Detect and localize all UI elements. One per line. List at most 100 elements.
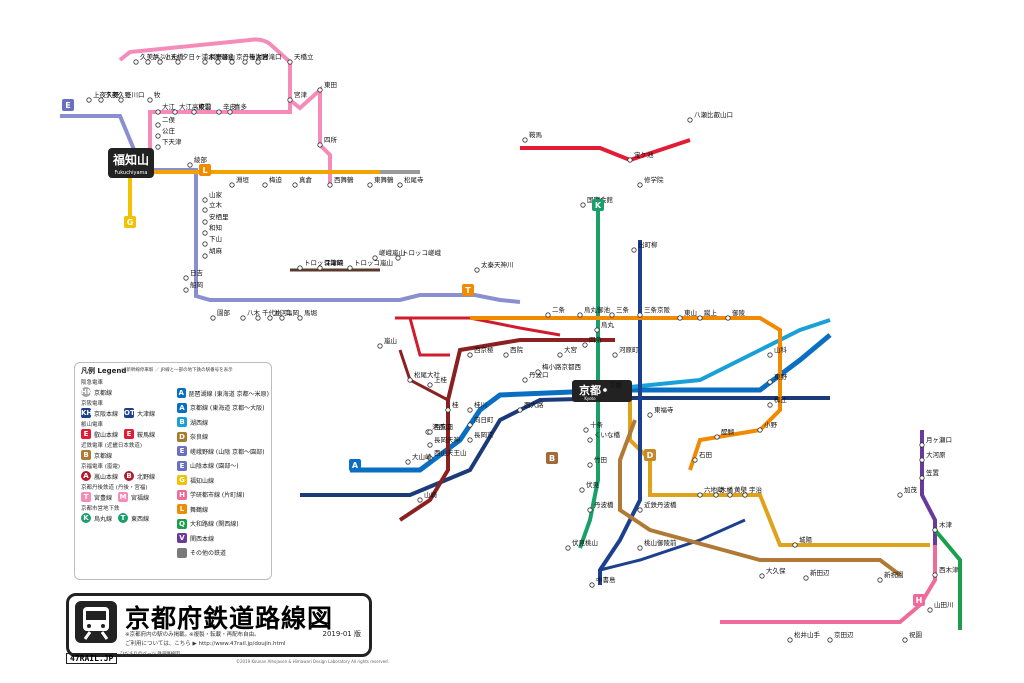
station[interactable]: 与謝野 bbox=[242, 52, 269, 65]
hub-kyoto[interactable]: 京都 Kyoto bbox=[572, 380, 632, 402]
station[interactable]: 東山 bbox=[677, 308, 697, 321]
station[interactable]: 四条 bbox=[582, 335, 603, 348]
station[interactable]: 園部 bbox=[210, 308, 231, 321]
station[interactable]: 御陵 bbox=[725, 308, 746, 321]
station[interactable]: 烏丸御池 bbox=[577, 305, 611, 318]
station[interactable]: 伏見桃山 bbox=[565, 538, 598, 551]
station[interactable]: 山科 bbox=[767, 345, 788, 358]
station[interactable]: 東舞鶴 bbox=[367, 175, 394, 188]
station[interactable]: トロッコ亀岡 bbox=[297, 258, 343, 271]
station[interactable]: 大久保 bbox=[759, 566, 786, 579]
station[interactable]: 桃山御陵前 bbox=[637, 538, 677, 551]
station[interactable]: 山田川 bbox=[927, 600, 954, 613]
station[interactable]: 西舞鶴 bbox=[327, 175, 354, 188]
station[interactable]: 宇治 bbox=[742, 485, 763, 498]
station[interactable]: 並河 bbox=[267, 308, 288, 321]
station[interactable]: 太秦天神川 bbox=[474, 260, 514, 273]
station[interactable]: 三条 bbox=[609, 305, 630, 318]
station[interactable]: 醍醐 bbox=[714, 427, 735, 440]
station[interactable]: 松尾寺 bbox=[397, 175, 424, 188]
station[interactable]: 東野 bbox=[767, 372, 788, 385]
station[interactable]: 月ヶ瀬口 bbox=[919, 435, 952, 448]
station[interactable]: 安栖里 bbox=[202, 212, 229, 225]
station[interactable]: 木幡 bbox=[713, 485, 734, 498]
station[interactable]: 京田辺 bbox=[827, 630, 854, 643]
station[interactable]: 京丹後大宮 bbox=[229, 52, 269, 65]
title-note-3[interactable]: ご利用については、こちら ▶ http://www.47rail.jp/douj… bbox=[125, 641, 286, 647]
station[interactable]: 鞍馬 bbox=[522, 130, 543, 143]
line-badge[interactable]: B bbox=[546, 452, 558, 464]
line-badge[interactable]: G bbox=[124, 216, 136, 228]
station[interactable]: 和知 bbox=[202, 223, 222, 236]
station[interactable]: 立木 bbox=[202, 200, 223, 213]
station[interactable]: 河原町 bbox=[612, 346, 639, 358]
line-badge[interactable]: D bbox=[644, 449, 656, 461]
station[interactable]: 西京極 bbox=[467, 345, 494, 358]
station[interactable]: 綾部 bbox=[187, 155, 208, 168]
station[interactable]: 大山崎 bbox=[405, 452, 432, 465]
station[interactable]: 向日町 bbox=[467, 415, 494, 428]
station[interactable]: 下天津 bbox=[155, 138, 182, 150]
line-badge[interactable]: A bbox=[349, 459, 361, 471]
station[interactable]: 修学院 bbox=[637, 175, 664, 188]
hub-fukuchiyama[interactable]: 福知山 Fukuchiyama bbox=[108, 148, 154, 178]
station[interactable]: 東田 bbox=[317, 80, 337, 93]
station[interactable]: 小天橋 bbox=[157, 52, 184, 65]
line-badge[interactable]: E bbox=[62, 99, 74, 111]
station[interactable]: 四所 bbox=[317, 135, 338, 148]
station[interactable]: 山崎 bbox=[417, 490, 438, 503]
station[interactable]: 上夜久野 bbox=[86, 90, 120, 103]
station[interactable]: 蹴上 bbox=[697, 308, 718, 321]
station[interactable]: 東福寺 bbox=[647, 405, 674, 418]
station[interactable]: 桂川 bbox=[467, 400, 487, 413]
station[interactable]: 丹波口 bbox=[522, 370, 549, 383]
station[interactable]: 出町柳 bbox=[631, 240, 658, 253]
station[interactable]: 下夜久野 bbox=[98, 90, 132, 103]
station[interactable]: 西木津 bbox=[932, 565, 959, 578]
station[interactable]: 馬堀 bbox=[297, 308, 318, 321]
station[interactable]: 公庄 bbox=[155, 126, 176, 139]
station[interactable]: 嵯峨嵐山 bbox=[372, 248, 405, 261]
station[interactable]: 烏丸 bbox=[594, 320, 615, 333]
station[interactable]: 日吉 bbox=[183, 269, 204, 281]
station[interactable]: 大江 bbox=[155, 102, 176, 115]
station[interactable]: 中書島 bbox=[589, 575, 616, 588]
station[interactable]: 伏見 bbox=[579, 480, 600, 493]
station[interactable]: 丹波橋 bbox=[587, 500, 614, 513]
station[interactable]: 長岡天神 bbox=[427, 435, 460, 448]
station[interactable]: 二条 bbox=[545, 305, 566, 318]
station[interactable]: 下山 bbox=[202, 234, 222, 247]
station[interactable]: 三条京阪 bbox=[637, 305, 671, 318]
station[interactable]: 大河原 bbox=[919, 450, 946, 463]
station[interactable]: 船岡 bbox=[183, 280, 203, 293]
station[interactable]: 木津 bbox=[932, 520, 953, 533]
station[interactable]: 亀岡 bbox=[279, 308, 299, 321]
station[interactable]: 網野 bbox=[202, 52, 223, 65]
station[interactable]: トロッコ嵯峨 bbox=[395, 248, 442, 261]
station[interactable]: 長岡京 bbox=[467, 430, 494, 443]
station[interactable]: 嵐山 bbox=[377, 336, 397, 349]
station[interactable]: 小野 bbox=[757, 420, 778, 433]
station[interactable]: 西山天王山 bbox=[427, 448, 467, 461]
station[interactable]: 松井山手 bbox=[787, 630, 821, 643]
line-badge[interactable]: L bbox=[199, 164, 211, 176]
station[interactable]: 大宮 bbox=[557, 345, 577, 358]
station[interactable]: 石田 bbox=[692, 451, 712, 463]
line-badge[interactable]: H bbox=[913, 594, 925, 606]
station[interactable]: 城陽 bbox=[792, 535, 813, 548]
station[interactable]: 梅迫 bbox=[262, 175, 283, 188]
station[interactable]: 近鉄丹波橋 bbox=[637, 500, 677, 513]
station[interactable]: 梅小路京都西 bbox=[535, 362, 582, 375]
station[interactable]: 山家 bbox=[202, 190, 223, 203]
station[interactable]: 喜多 bbox=[227, 102, 248, 115]
station[interactable]: 竹田 bbox=[587, 455, 607, 468]
station[interactable]: 天橋立 bbox=[287, 52, 314, 65]
station[interactable]: 笠置 bbox=[919, 468, 940, 481]
station[interactable]: 祝園 bbox=[902, 630, 922, 643]
station[interactable]: 宝ケ池 bbox=[627, 150, 654, 163]
station[interactable]: 岩滝口 bbox=[255, 52, 282, 65]
station[interactable]: 上川口 bbox=[118, 90, 145, 103]
station[interactable]: 千代川 bbox=[255, 308, 282, 321]
station[interactable]: 椥辻 bbox=[767, 395, 788, 408]
station[interactable]: 東雲 bbox=[191, 102, 212, 115]
